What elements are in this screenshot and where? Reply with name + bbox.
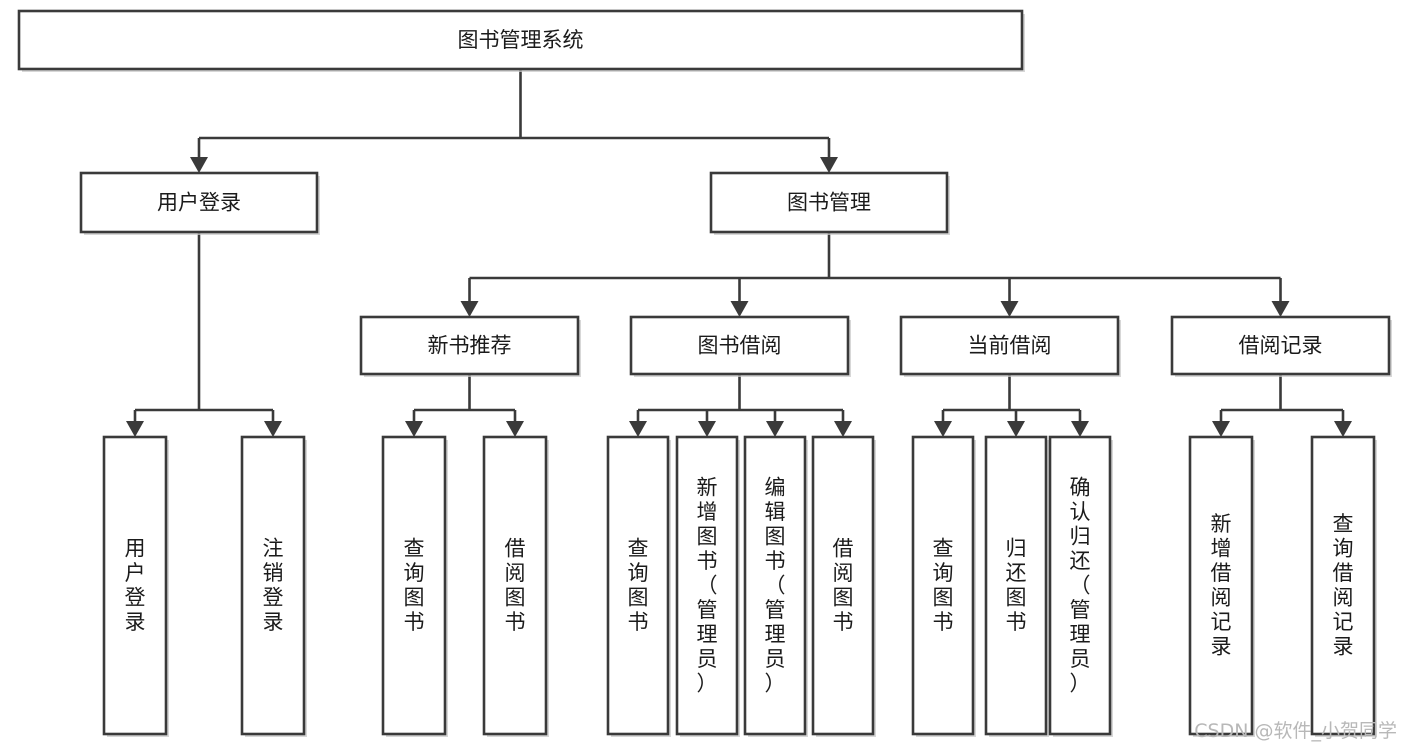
node-leaf-query-book-2[interactable]: 查询图书 bbox=[606, 435, 671, 737]
node-label: 查询图书 bbox=[628, 537, 649, 635]
node-label: 图书借阅 bbox=[698, 334, 782, 358]
arrowhead bbox=[1212, 421, 1230, 437]
arrowhead bbox=[460, 301, 479, 317]
node-newbook[interactable]: 新书推荐 bbox=[359, 315, 581, 377]
node-records[interactable]: 借阅记录 bbox=[1170, 315, 1392, 377]
arrowhead bbox=[820, 157, 838, 173]
node-login[interactable]: 用户登录 bbox=[79, 171, 320, 235]
node-label: 查询借阅记录 bbox=[1333, 512, 1354, 659]
node-leaf-borrow-book-2[interactable]: 借阅图书 bbox=[811, 435, 876, 737]
node-leaf-confirm-return[interactable]: 确认归还（管理员） bbox=[1048, 435, 1113, 737]
arrowhead bbox=[730, 301, 749, 317]
arrowhead bbox=[698, 421, 716, 437]
node-label: 用户登录 bbox=[125, 537, 146, 635]
node-label: 新增图书（管理员） bbox=[697, 475, 718, 695]
node-leaf-edit-book[interactable]: 编辑图书（管理员） bbox=[743, 435, 808, 737]
node-label: 当前借阅 bbox=[968, 334, 1052, 358]
arrowhead bbox=[834, 421, 852, 437]
node-label: 注销登录 bbox=[263, 537, 284, 635]
node-leaf-borrow-book-1[interactable]: 借阅图书 bbox=[482, 435, 549, 737]
arrowhead bbox=[190, 157, 208, 173]
connector-bookmgmt bbox=[460, 232, 1290, 317]
arrowhead bbox=[506, 421, 524, 437]
connector-login bbox=[126, 232, 282, 437]
arrowhead bbox=[629, 421, 647, 437]
node-label: 借阅记录 bbox=[1239, 334, 1323, 358]
node-label: 确认归还（管理员） bbox=[1070, 475, 1091, 695]
node-label: 查询图书 bbox=[933, 537, 954, 635]
arrowhead bbox=[264, 421, 282, 437]
node-label: 编辑图书（管理员） bbox=[765, 475, 786, 695]
arrowhead bbox=[1071, 421, 1089, 437]
node-leaf-add-book[interactable]: 新增图书（管理员） bbox=[675, 435, 740, 737]
connector-records bbox=[1212, 374, 1352, 437]
connector-root bbox=[190, 69, 838, 173]
node-current[interactable]: 当前借阅 bbox=[899, 315, 1121, 377]
node-label: 新书推荐 bbox=[428, 334, 512, 358]
node-label: 借阅图书 bbox=[505, 537, 526, 635]
node-label: 新增借阅记录 bbox=[1211, 512, 1232, 659]
node-leaf-user-login[interactable]: 用户登录 bbox=[102, 435, 169, 737]
arrowhead bbox=[1271, 301, 1290, 317]
node-leaf-query-book-3[interactable]: 查询图书 bbox=[911, 435, 976, 737]
node-borrow[interactable]: 图书借阅 bbox=[629, 315, 851, 377]
arrowhead bbox=[126, 421, 144, 437]
node-leaf-query-book-1[interactable]: 查询图书 bbox=[381, 435, 448, 737]
node-leaf-user-logout[interactable]: 注销登录 bbox=[240, 435, 307, 737]
node-leaf-add-record[interactable]: 新增借阅记录 bbox=[1188, 435, 1255, 737]
node-label: 查询图书 bbox=[404, 537, 425, 635]
node-label: 借阅图书 bbox=[833, 537, 854, 635]
arrowhead bbox=[1334, 421, 1352, 437]
arrowhead bbox=[1000, 301, 1019, 317]
node-leaf-query-record[interactable]: 查询借阅记录 bbox=[1310, 435, 1377, 737]
arrowhead bbox=[766, 421, 784, 437]
watermark-label: CSDN @软件_小贺同学 bbox=[1194, 720, 1397, 742]
node-label: 图书管理系统 bbox=[458, 28, 584, 52]
arrowhead bbox=[405, 421, 423, 437]
connector-borrow bbox=[629, 374, 852, 437]
edge-layer bbox=[126, 69, 1352, 437]
arrowhead bbox=[1007, 421, 1025, 437]
connector-current bbox=[934, 374, 1089, 437]
node-label: 用户登录 bbox=[157, 191, 241, 215]
node-layer: 图书管理系统用户登录图书管理新书推荐图书借阅当前借阅借阅记录用户登录注销登录查询… bbox=[17, 9, 1392, 737]
node-label: 归还图书 bbox=[1006, 537, 1027, 635]
node-label: 图书管理 bbox=[787, 191, 871, 215]
node-leaf-return-book[interactable]: 归还图书 bbox=[984, 435, 1049, 737]
connector-newbook bbox=[405, 374, 524, 437]
node-root[interactable]: 图书管理系统 bbox=[17, 9, 1025, 72]
node-bookmgmt[interactable]: 图书管理 bbox=[709, 171, 950, 235]
arrowhead bbox=[934, 421, 952, 437]
